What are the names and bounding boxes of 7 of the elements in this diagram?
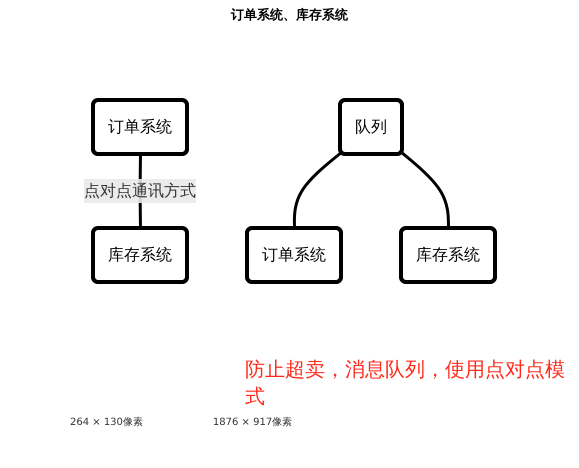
diagram-title: 订单系统、库存系统	[230, 6, 349, 24]
connector	[292, 151, 342, 229]
status-text: 264 × 130像素	[70, 416, 143, 429]
status-text: 1876 × 917像素	[212, 416, 292, 429]
connector	[400, 151, 450, 229]
edge-label: 点对点通讯方式	[84, 181, 196, 200]
note-text: 防止超卖，消息队列，使用点对点模式	[245, 356, 565, 410]
